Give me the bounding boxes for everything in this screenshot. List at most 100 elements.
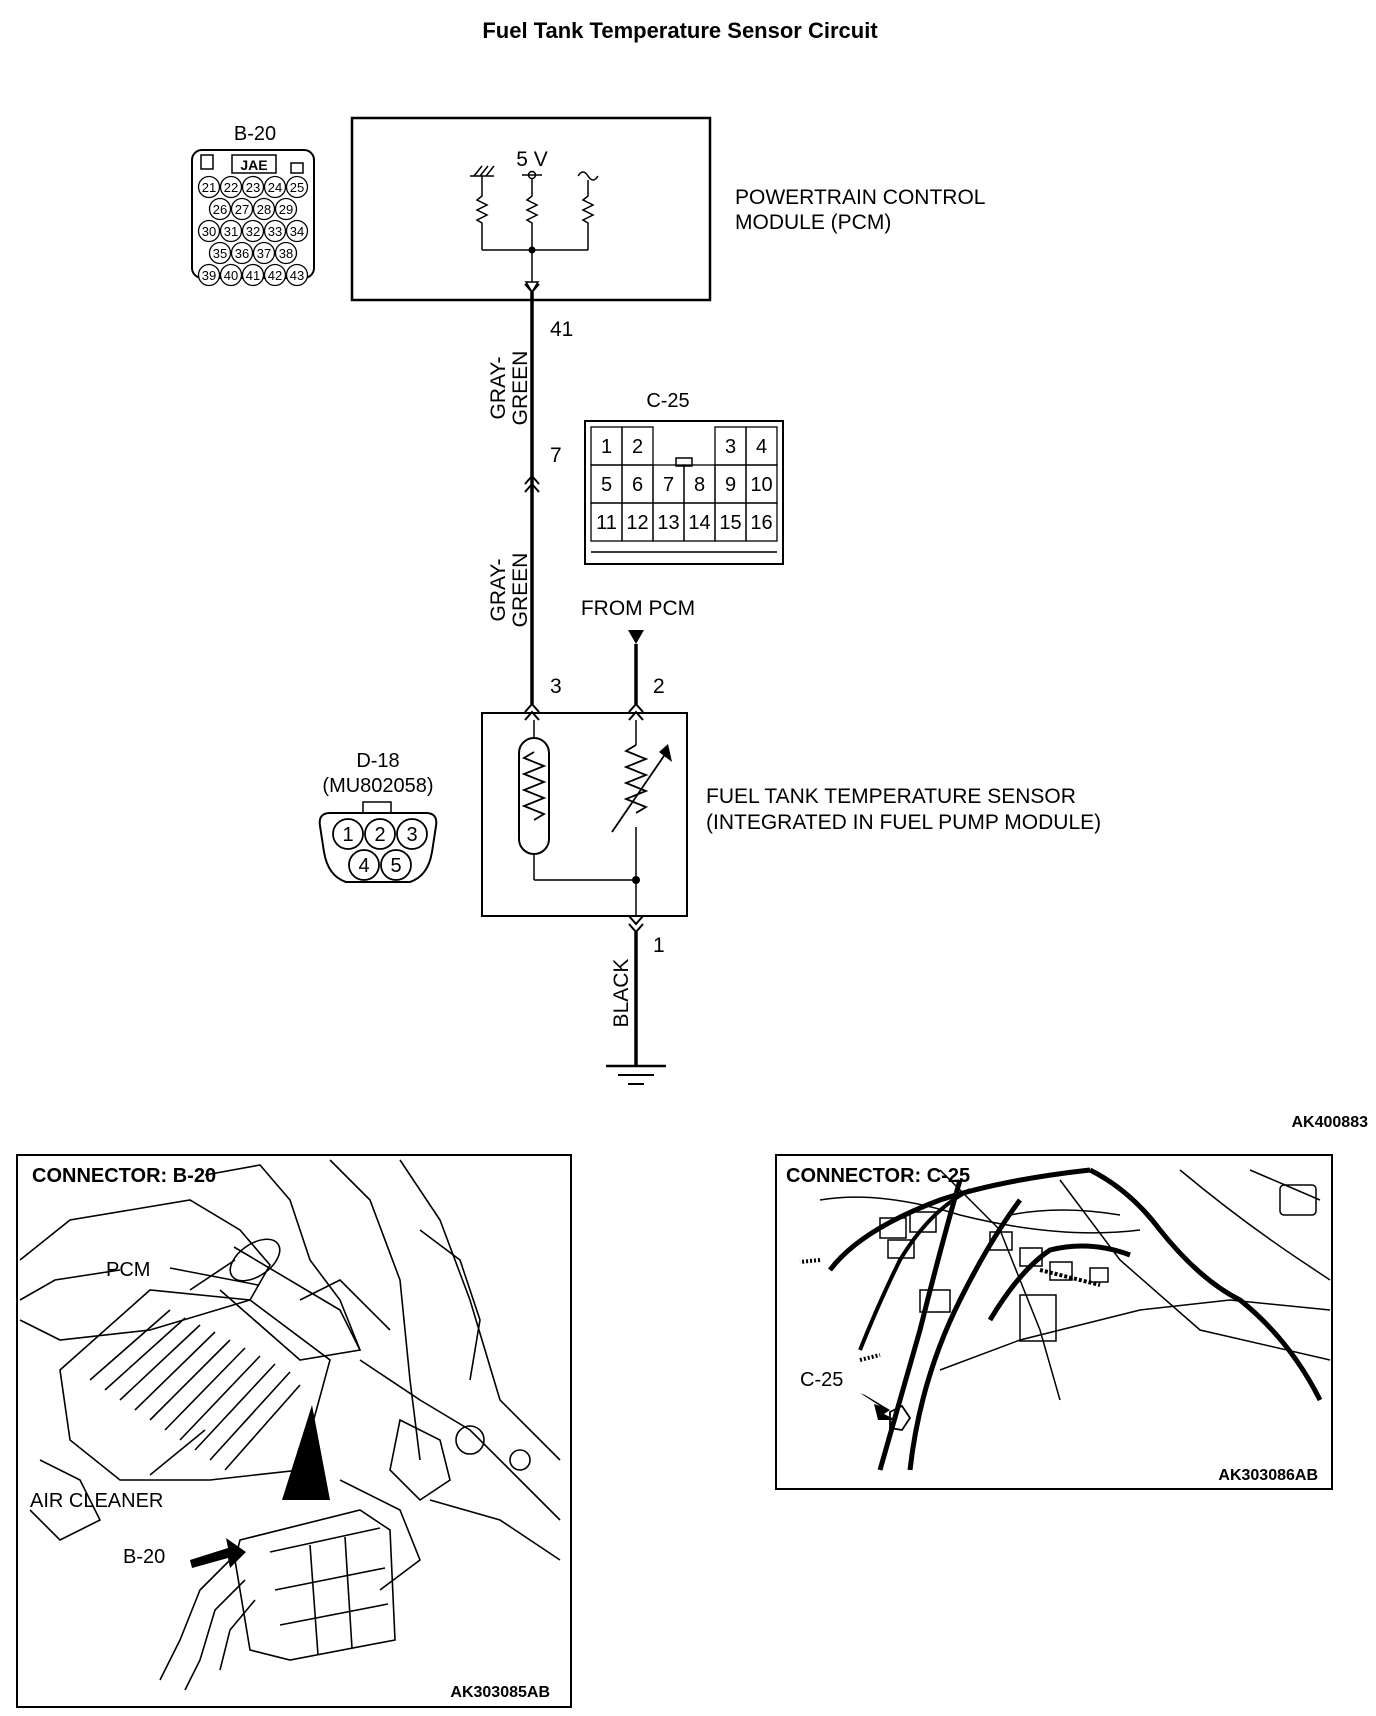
d18-pin: [396, 818, 428, 850]
pcm-unit-sketch: [189, 1238, 391, 1361]
pcm-label-line1: POWERTRAIN CONTROL: [735, 186, 985, 209]
c25-connector-sketch: [889, 1404, 912, 1431]
c25-pin-label: 11: [596, 512, 617, 534]
b20-pin: [252, 241, 276, 265]
connector-d18-name: D-18: [356, 750, 399, 772]
wire-ground-color: BLACK: [610, 959, 633, 1028]
b20-pin: [274, 197, 298, 221]
wire-lower-color-line2: GREEN: [509, 553, 532, 628]
b20-pin-label: 34: [290, 224, 304, 239]
c25-pin-label: 2: [632, 436, 643, 458]
b20-pin: [230, 241, 254, 265]
thermistor-icon: [623, 744, 649, 814]
b20-pin: [285, 263, 309, 287]
b20-pin: [241, 219, 265, 243]
b20-pin: [197, 263, 221, 287]
d18-pin: [332, 818, 364, 850]
b20-pin-label: 21: [202, 180, 216, 195]
c25-pin-label: 16: [750, 512, 772, 534]
panel-c25-code: AK303086AB: [1218, 1467, 1318, 1484]
panel-connector-c25: CONNECTOR: C-25: [775, 1154, 1333, 1490]
c25-pin-label: 9: [725, 474, 736, 496]
panel-c25-label-c25: C-25: [800, 1369, 843, 1391]
connector-d18-part: (MU802058): [322, 775, 433, 797]
from-pcm-arrow-icon: [628, 630, 644, 644]
figure-code: AK400883: [1292, 1114, 1369, 1131]
b20-pin: [263, 219, 287, 243]
b20-pin: [274, 241, 298, 265]
pcm-resistor-right: [581, 180, 595, 250]
pcm-label-line2: MODULE (PCM): [735, 211, 891, 234]
d18-pin-label: 5: [390, 855, 401, 877]
panel-b20-code: AK303085AB: [450, 1684, 550, 1701]
b20-pin: [230, 197, 254, 221]
d18-pin-label: 3: [406, 824, 417, 846]
pcm-box: 5 V: [350, 116, 712, 302]
panel-b20-label-pcm: PCM: [106, 1259, 150, 1281]
d18-pin-label: 4: [358, 855, 369, 877]
c25-pin-label: 12: [626, 512, 648, 534]
b20-pin-label: 38: [279, 246, 293, 261]
c25-pin-label: 10: [750, 474, 772, 496]
heater-element-capsule: [518, 737, 550, 855]
b20-pin-label: 40: [224, 268, 238, 283]
sensor-pin3: 3: [550, 675, 562, 698]
panel-b20-label-air-cleaner: AIR CLEANER: [30, 1490, 163, 1512]
b20-pin-label: 37: [257, 246, 271, 261]
c25-pin-label: 13: [657, 512, 679, 534]
ground-hatch-icon: [470, 165, 495, 177]
b20-pin: [219, 219, 243, 243]
c25-pin-label: 14: [688, 512, 710, 534]
b20-pin: [241, 175, 265, 199]
b20-pin: [219, 263, 243, 287]
b20-arrow-icon: [190, 1538, 246, 1568]
b20-pin: [197, 219, 221, 243]
sensor-label-line2: (INTEGRATED IN FUEL PUMP MODULE): [706, 811, 1101, 834]
pcm-resistor-center: [525, 179, 539, 250]
b20-pin-label: 27: [235, 202, 249, 217]
panel-connector-b20: CONNECTOR: B-20: [16, 1154, 572, 1708]
signal-wave-icon: [577, 171, 599, 181]
b20-pin-label: 39: [202, 268, 216, 283]
b20-pin-label: 43: [290, 268, 304, 283]
b20-module-sketch: [159, 1509, 396, 1691]
c25-pin-cell: [745, 502, 778, 542]
d18-pin: [364, 818, 396, 850]
diagram-title: Fuel Tank Temperature Sensor Circuit: [482, 18, 878, 43]
c25-pin-label: 7: [663, 474, 674, 496]
b20-pin: [263, 263, 287, 287]
air-cleaner-sketch: [59, 1289, 331, 1481]
c25-pin-label: 1: [601, 436, 612, 458]
b20-pin: [197, 175, 221, 199]
b20-pin-label: 41: [246, 268, 260, 283]
pointer-triangle-icon: [282, 1405, 330, 1500]
sensor-pin2: 2: [653, 675, 665, 698]
b20-pin-label: 32: [246, 224, 260, 239]
d18-pin: [348, 849, 380, 881]
fuel-tank-temperature-sensor-box: [481, 702, 688, 934]
b20-pin-label: 23: [246, 180, 260, 195]
panel-b20-title: CONNECTOR: B-20: [32, 1165, 216, 1187]
wire-upper-color-line1: GRAY-: [487, 356, 510, 419]
wire-lower-color-line1: GRAY-: [487, 558, 510, 621]
b20-pin-label: 22: [224, 180, 238, 195]
b20-pin-label: 25: [290, 180, 304, 195]
d18-pin-label: 2: [374, 824, 385, 846]
b20-pin: [263, 175, 287, 199]
b20-pin: [208, 241, 232, 265]
pcm-input-triangle-icon: [524, 281, 540, 294]
b20-pin: [285, 175, 309, 199]
c25-pin-label: 5: [601, 474, 612, 496]
b20-pin-label: 28: [257, 202, 271, 217]
b20-pin-label: 26: [213, 202, 227, 217]
b20-pin-label: 36: [235, 246, 249, 261]
b20-pin-label: 33: [268, 224, 282, 239]
c25-pin-number: 7: [550, 444, 562, 467]
c25-pin-label: 4: [756, 436, 767, 458]
